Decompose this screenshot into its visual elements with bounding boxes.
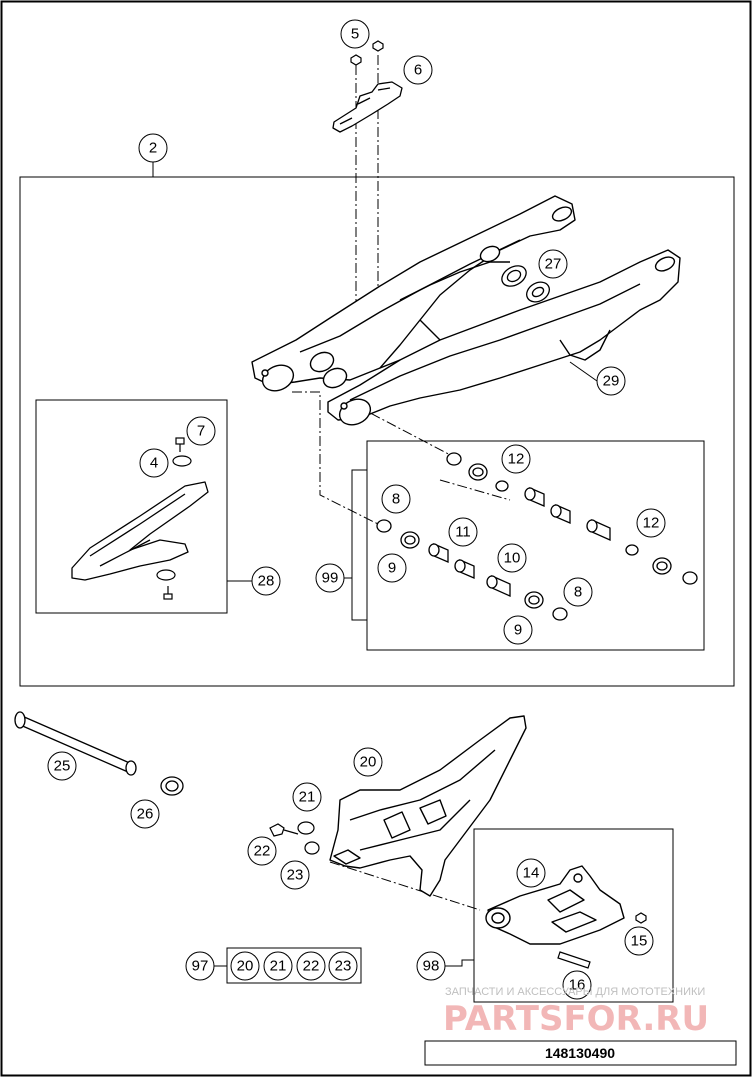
svg-text:27: 27 [545,256,562,273]
kit-97-item: 21 [263,951,293,981]
svg-text:28: 28 [258,573,275,590]
svg-text:21: 21 [270,958,287,975]
svg-text:98: 98 [423,958,440,975]
svg-text:12: 12 [508,451,525,468]
callout-16: 16 [562,970,592,1000]
svg-text:97: 97 [192,958,209,975]
svg-text:26: 26 [137,806,154,823]
svg-text:5: 5 [351,26,359,43]
assembly-box-98 [473,828,674,1003]
callout-10: 10 [497,543,527,573]
kit-97-item: 23 [328,951,358,981]
part-number-box [424,1040,737,1066]
callout-21: 21 [292,782,322,812]
callout-27: 27 [538,249,568,279]
svg-text:16: 16 [569,977,586,994]
callout-9b: 9 [503,615,533,645]
svg-text:29: 29 [603,373,620,390]
washer-4-lower [156,569,176,581]
svg-text:22: 22 [254,843,271,860]
callout-29: 29 [596,366,626,396]
chain-slider-6 [332,81,403,133]
chain-guard-20 [329,715,527,897]
svg-text:10: 10 [504,550,521,567]
svg-text:25: 25 [54,758,71,775]
callout-2: 2 [138,133,168,163]
kit-97-box [226,947,362,984]
svg-text:11: 11 [455,524,471,541]
watermark-caption: ЗАПЧАСТИ И АКСЕССУАРЫ ДЛЯ МОТОТЕХНИКИ [445,986,705,998]
svg-text:12: 12 [643,515,660,532]
svg-text:4: 4 [150,455,158,472]
svg-text:21: 21 [299,789,316,806]
callout-22: 22 [247,836,277,866]
callout-8a: 8 [381,484,411,514]
svg-text:15: 15 [631,933,648,950]
svg-text:20: 20 [237,958,254,975]
callout-15: 15 [624,926,654,956]
chain-guide-28 [71,481,209,581]
svg-text:23: 23 [287,867,304,884]
callout-97: 97 [185,951,215,981]
callout-12a: 12 [501,444,531,474]
callout-11: 11 [448,517,478,547]
callout-28: 28 [251,566,281,596]
nut-26 [160,776,184,796]
svg-text:7: 7 [197,423,205,440]
svg-text:99: 99 [322,570,339,587]
washer-4 [172,455,192,467]
svg-text:9: 9 [514,622,522,639]
svg-text:8: 8 [392,491,400,508]
callout-20: 20 [353,747,383,777]
callout-25: 25 [47,751,77,781]
callout-14: 14 [516,858,546,888]
bushings-27 [501,265,550,303]
bolt-7 [175,437,185,452]
kit-97-item: 20 [230,951,260,981]
pin-16 [557,951,591,969]
callout-8b: 8 [563,577,593,607]
svg-text:6: 6 [414,62,422,79]
callout-4: 4 [139,448,169,478]
chain-guide-98 [485,865,625,945]
bolts-5 [350,40,384,66]
callout-26: 26 [130,799,160,829]
svg-text:20: 20 [360,754,377,771]
callout-12b: 12 [636,508,666,538]
callout-5: 5 [340,19,370,49]
callout-23: 23 [280,860,310,890]
callout-6: 6 [403,55,433,85]
assembly-box-99 [366,440,705,651]
svg-text:2: 2 [149,140,157,157]
bearing-kit-99 [376,452,698,621]
svg-text:22: 22 [303,958,320,975]
callout-9a: 9 [377,553,407,583]
part-number: 148130490 [545,1045,615,1061]
bolt-28-lower [163,586,173,600]
svg-text:9: 9 [388,560,396,577]
assembly-box-28 [35,399,228,614]
watermark-brand: PARTSFOR.RU [443,999,709,1039]
hardware-21-22-23 [269,821,320,855]
pivot-axle-25 [14,711,137,776]
callout-7: 7 [186,416,216,446]
callout-99: 99 [315,563,345,593]
svg-text:23: 23 [335,958,352,975]
bolt-15 [635,912,647,924]
swingarm-2 [251,195,681,426]
svg-text:8: 8 [574,584,582,601]
assembly-box-2 [19,176,735,687]
kit-97-item: 22 [296,951,326,981]
svg-text:14: 14 [523,865,540,882]
callout-98: 98 [416,951,446,981]
